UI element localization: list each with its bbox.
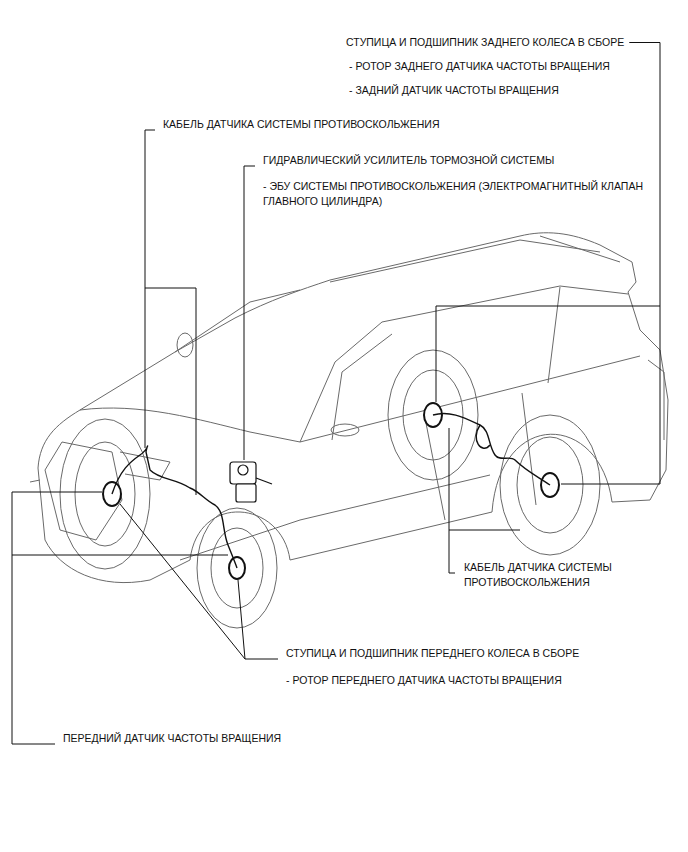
wheel-hubs (103, 403, 559, 579)
callout-label: - РОТОР ПЕРЕДНЕГО ДАТЧИКА ЧАСТОТЫ ВРАЩЕН… (285, 673, 563, 688)
callout-label: - ЭБУ СИСТЕМЫ ПРОТИВОСКОЛЬЖЕНИЯ (ЭЛЕКТРО… (262, 179, 644, 209)
brake-actuator (230, 462, 272, 502)
vehicle-outline (30, 233, 668, 583)
callout-label: ПЕРЕДНИЙ ДАТЧИК ЧАСТОТЫ ВРАЩЕНИЯ (62, 731, 282, 746)
callout-label: СТУПИЦА И ПОДШИПНИК ПЕРЕДНЕГО КОЛЕСА В С… (285, 646, 580, 661)
callout-label: ГИДРАВЛИЧЕСКИЙ УСИЛИТЕЛЬ ТОРМОЗНОЙ СИСТЕ… (262, 153, 555, 168)
callout-label: - РОТОР ЗАДНЕГО ДАТЧИКА ЧАСТОТЫ ВРАЩЕНИЯ (348, 59, 611, 74)
callout-label: КАБЕЛЬ ДАТЧИКА СИСТЕМЫ ПРОТИВОСКОЛЬЖЕНИЯ (162, 117, 441, 132)
leader-lines (12, 43, 660, 745)
sensor-cables (112, 413, 550, 568)
callout-label: СТУПИЦА И ПОДШИПНИК ЗАДНЕГО КОЛЕСА В СБО… (345, 35, 625, 50)
callout-label: - ЗАДНИЙ ДАТЧИК ЧАСТОТЫ ВРАЩЕНИЯ (348, 83, 560, 98)
callout-label: КАБЕЛЬ ДАТЧИКА СИСТЕМЫ ПРОТИВОСКОЛЬЖЕНИЯ (463, 560, 650, 590)
